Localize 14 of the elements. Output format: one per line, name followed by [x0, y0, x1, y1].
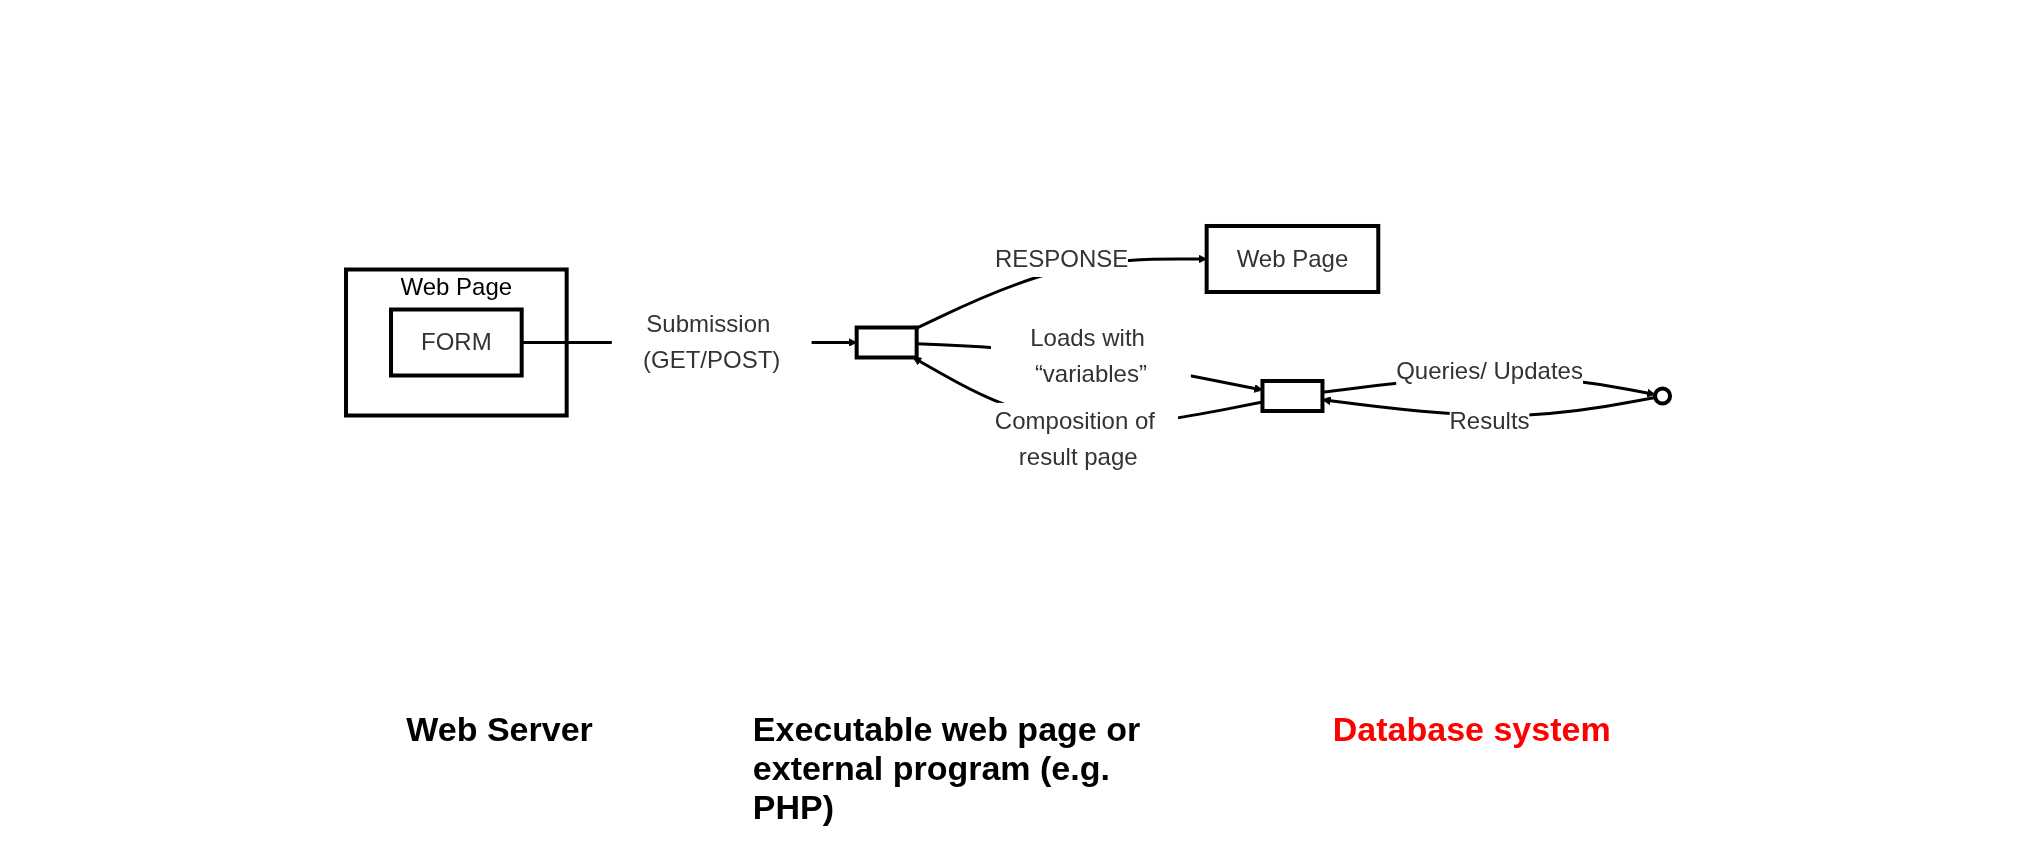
node-box: [855, 325, 920, 360]
node-box: FORM: [389, 307, 525, 378]
node-circle: [1653, 386, 1673, 406]
node-box: Web Page: [1205, 223, 1381, 294]
edge-label: RESPONSE: [995, 244, 1129, 272]
edge-label: Submission (GET/POST): [643, 310, 781, 374]
edge-label: Composition of result page: [995, 406, 1156, 470]
lane-label: Database system: [1332, 710, 1611, 749]
lane-label: Executable web page or external program (e.g. PHP): [752, 710, 1142, 827]
lane-label: Web Server: [406, 710, 593, 749]
edge-label: Queries/ Updates: [1396, 357, 1584, 385]
edge-label: Loads with “variables”: [1030, 323, 1148, 387]
edge-label: Results: [1450, 406, 1531, 434]
node-box: [1260, 378, 1325, 413]
